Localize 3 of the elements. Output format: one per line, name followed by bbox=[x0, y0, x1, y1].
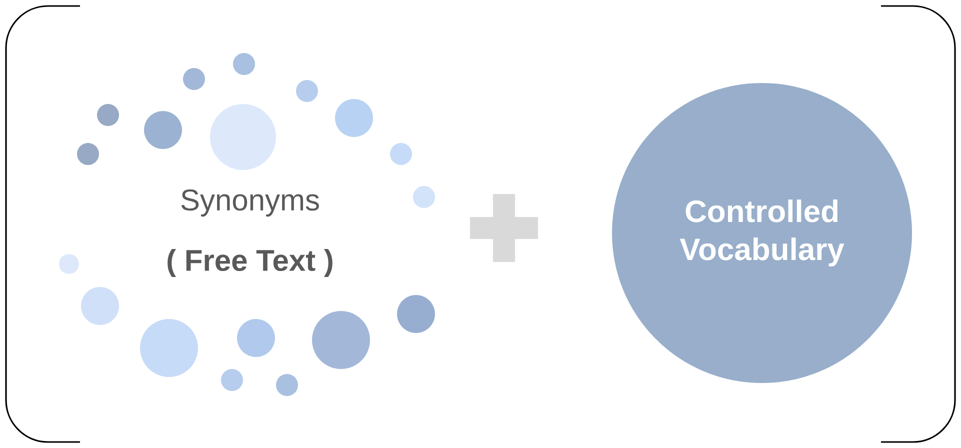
circle-node: Controlled Vocabulary bbox=[612, 83, 912, 383]
text-label: ( Free Text ) bbox=[168, 249, 332, 277]
text-label: Synonyms bbox=[181, 189, 319, 217]
